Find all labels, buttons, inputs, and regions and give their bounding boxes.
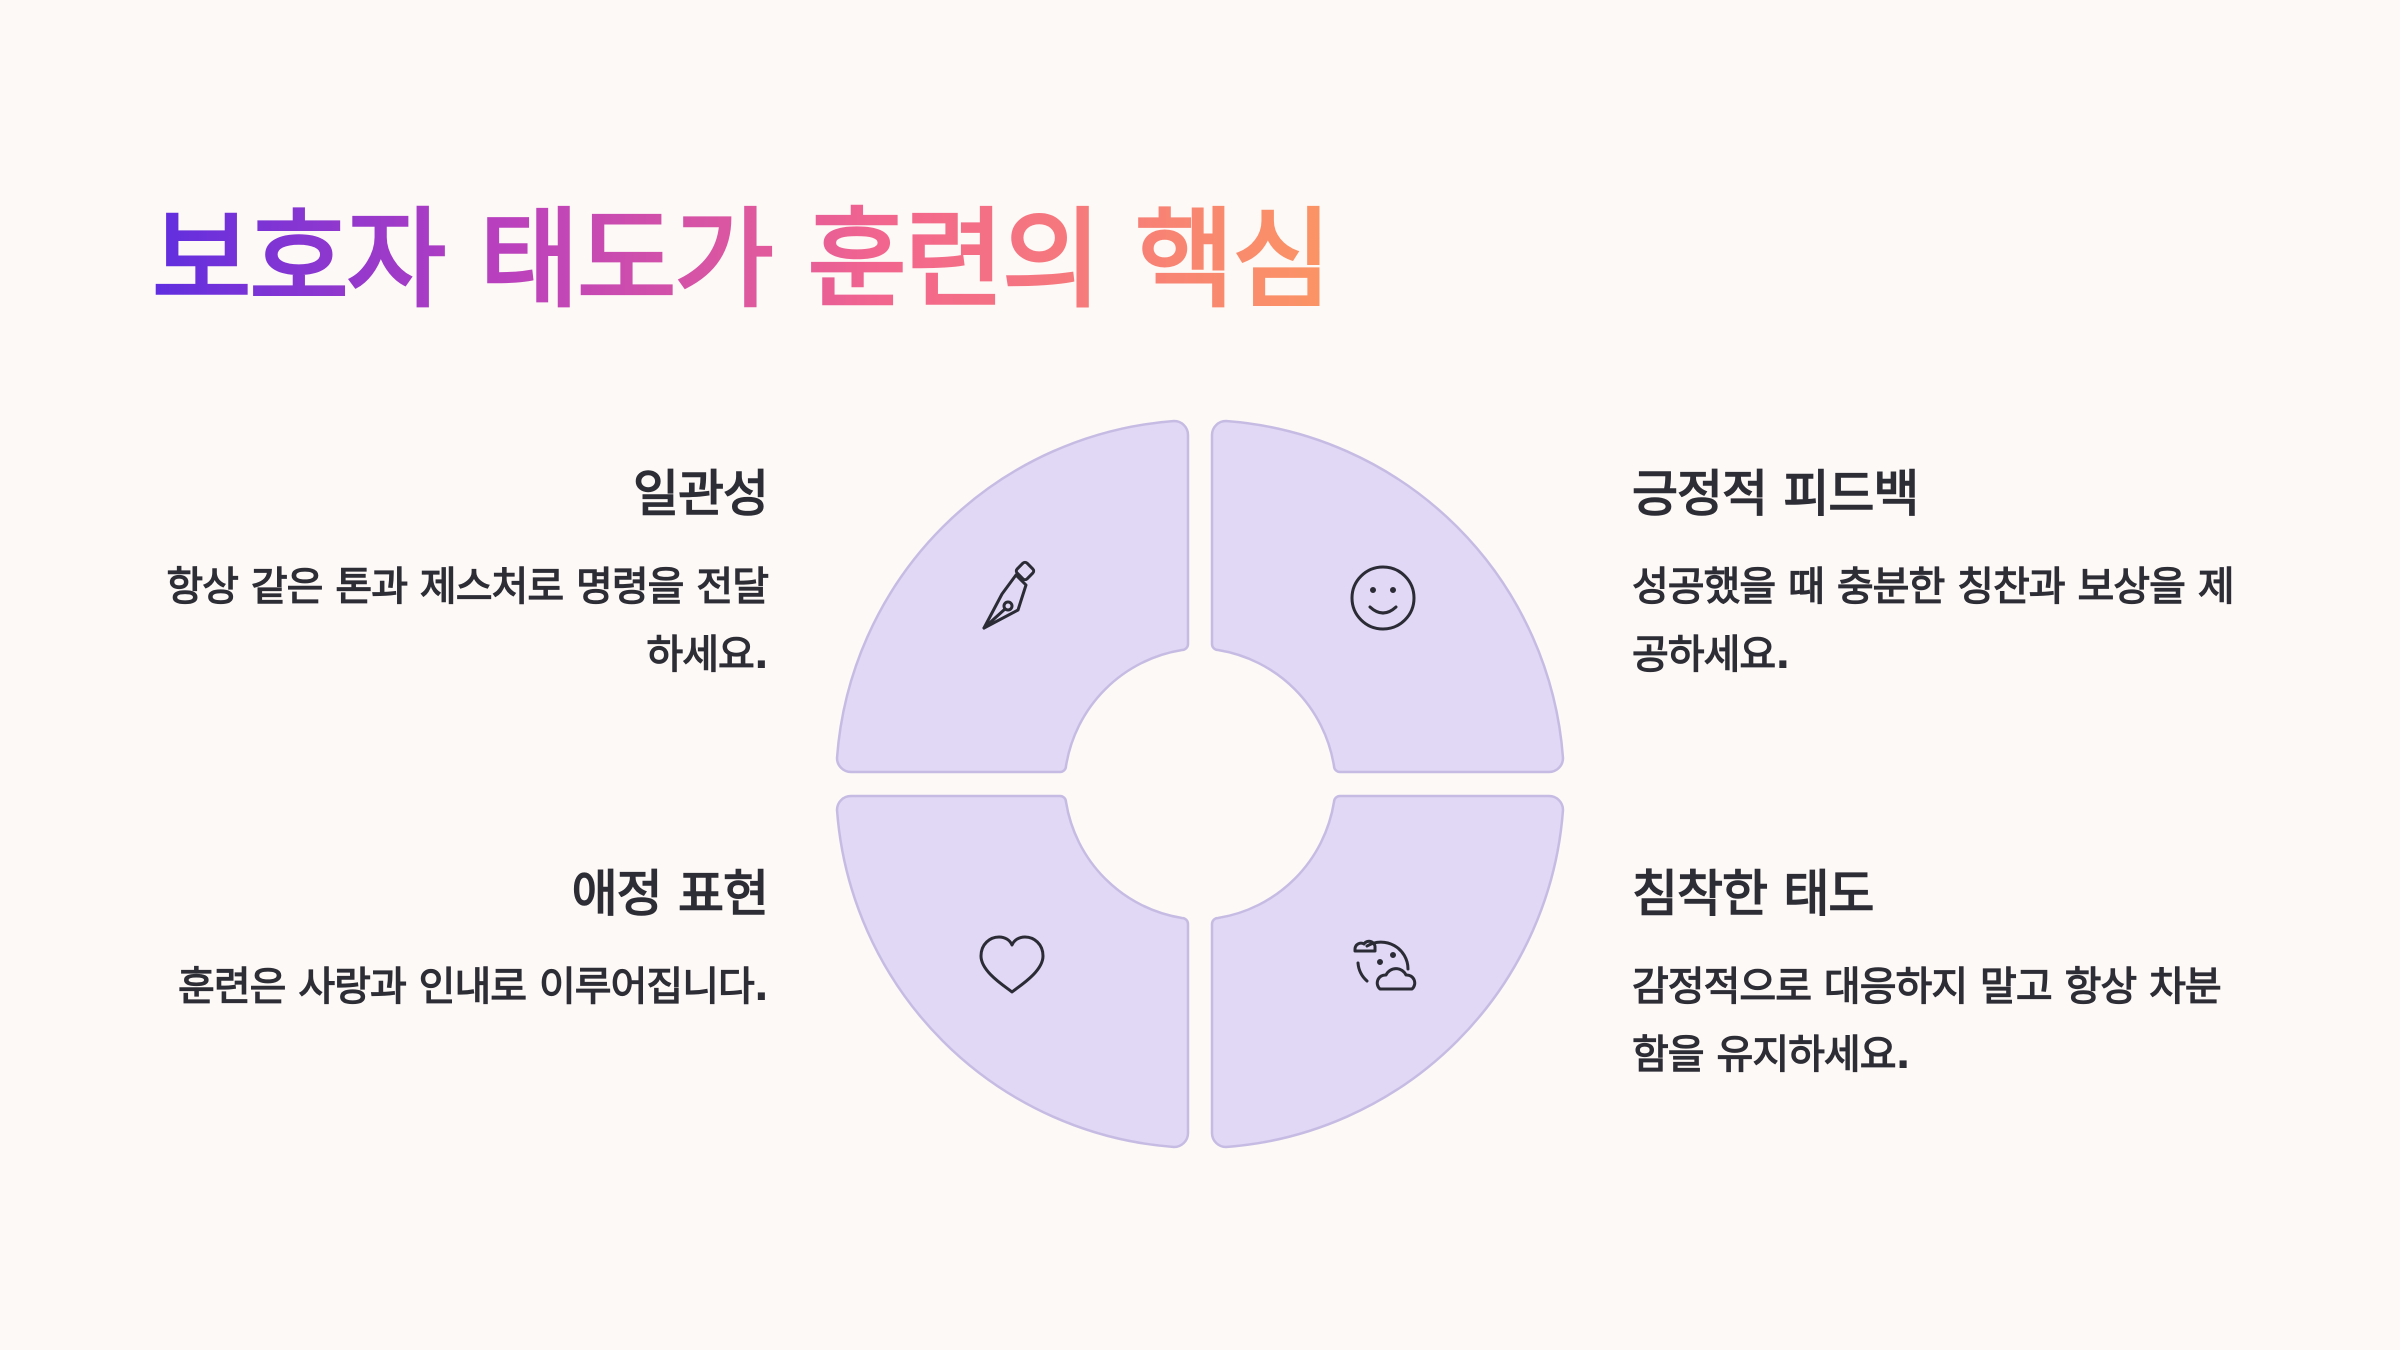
page-title: 보호자 태도가 훈련의 핵심 xyxy=(152,196,1332,326)
quadrant-bottom-left xyxy=(835,794,1190,1149)
heading-consistency: 일관성 xyxy=(633,465,769,523)
quadrant-top-right xyxy=(1210,419,1565,774)
night-cloud-icon xyxy=(1353,939,1417,991)
pen-nib-icon xyxy=(982,560,1036,630)
text-consistency: 항상 같은 톤과 제스처로 명령을 전달하세요. xyxy=(166,564,769,678)
heading-calm-attitude: 침착한 태도 xyxy=(1632,865,1874,923)
text-affection: 훈련은 사랑과 인내로 이루어집니다. xyxy=(178,964,769,1010)
quadrant-diagram xyxy=(835,419,1565,1149)
heading-positive-feedback: 긍정적 피드백 xyxy=(1632,465,1919,523)
heart-icon xyxy=(979,935,1045,994)
block-affection: 애정 표현 훈련은 사랑과 인내로 이루어집니다. xyxy=(148,862,769,1021)
smile-icon xyxy=(1350,565,1416,631)
text-positive-feedback: 성공했을 때 충분한 칭찬과 보상을 제공하세요. xyxy=(1632,564,2235,678)
block-positive-feedback: 긍정적 피드백 성공했을 때 충분한 칭찬과 보상을 제공하세요. xyxy=(1632,462,2252,689)
quadrant-top-left xyxy=(835,419,1190,774)
text-calm-attitude: 감정적으로 대응하지 말고 항상 차분함을 유지하세요. xyxy=(1632,964,2222,1078)
block-consistency: 일관성 항상 같은 톤과 제스처로 명령을 전달하세요. xyxy=(148,462,769,689)
heading-affection: 애정 표현 xyxy=(571,865,769,923)
block-calm-attitude: 침착한 태도 감정적으로 대응하지 말고 항상 차분함을 유지하세요. xyxy=(1632,862,2252,1089)
